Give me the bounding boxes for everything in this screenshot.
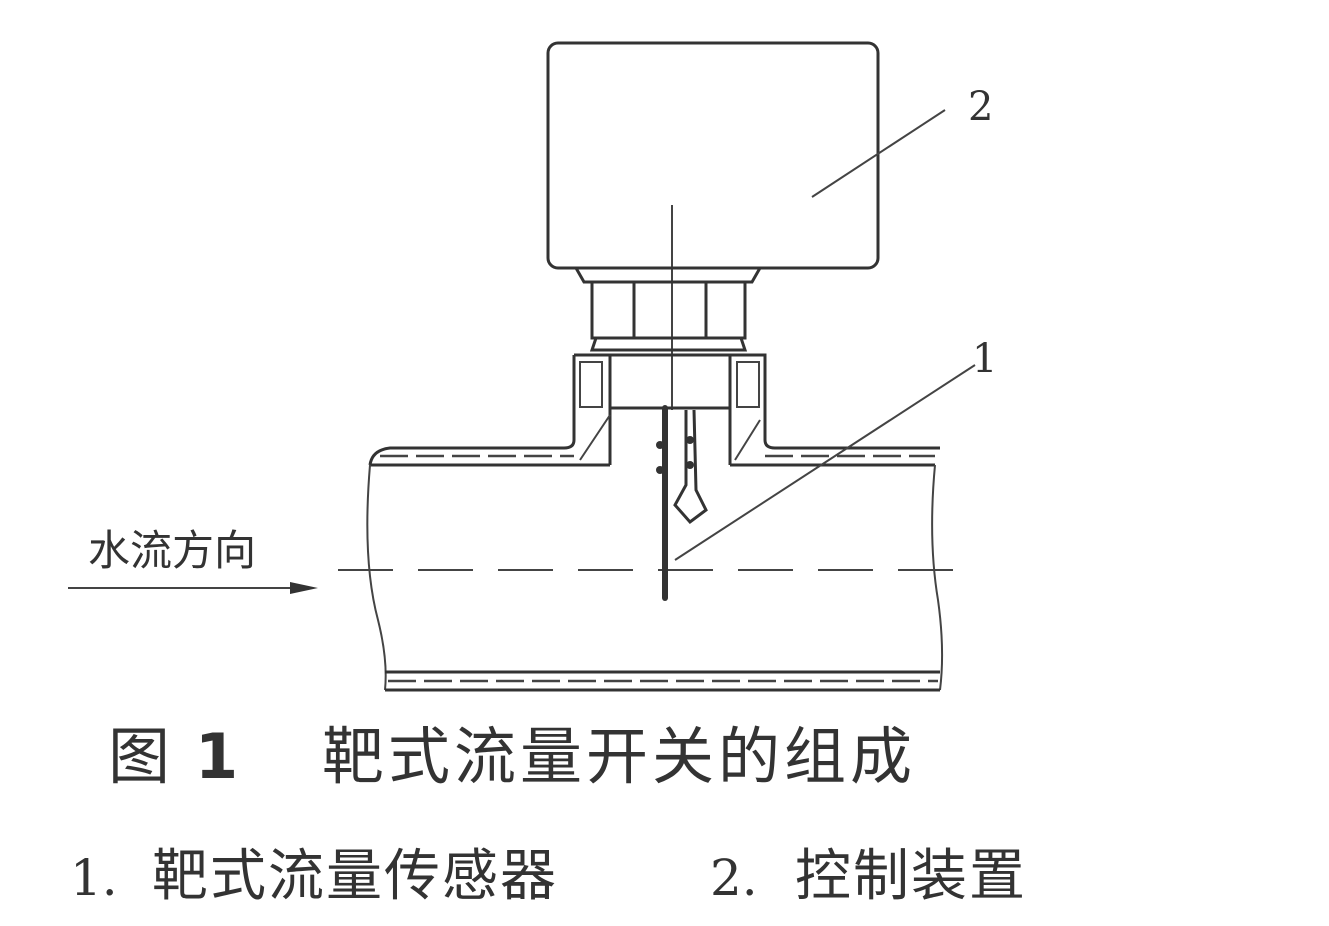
target-paddle [673,409,708,525]
control-device-box [546,41,880,270]
weld-socket [574,353,940,465]
legend-text-2: 控制装置 [795,844,1027,909]
sensor-insert [608,353,732,410]
weld-socket-left [368,355,576,466]
spring-coil [656,466,664,474]
pipe-right-break [931,464,944,691]
socket-hatch [579,414,611,461]
spring-coil [686,461,694,469]
nut-collar [589,336,748,352]
label-2: 2 [968,84,993,130]
base-plate [573,266,763,284]
figure-label: 图 [108,720,170,793]
legend-number-2: 2. [710,849,758,907]
legend-text-1: 靶式流量传感器 [152,844,558,909]
leader-line-2 [811,109,946,198]
figure-number: 1 [195,720,238,793]
spring-coil [686,436,694,444]
arrow-head-icon [290,582,318,594]
socket-hatch [734,419,761,461]
socket-thread-right [736,361,760,408]
leader-line-1 [674,364,976,561]
flow-direction-label: 水流方向 [88,526,256,575]
legend-number-1: 1. [70,849,118,907]
hex-nut [590,280,747,340]
pipe-left-break [366,464,387,691]
figure-title: 靶式流量开关的组成 [322,720,916,793]
label-1: 1 [972,336,997,382]
socket-thread-left [579,361,603,408]
spring-coil [656,441,664,449]
